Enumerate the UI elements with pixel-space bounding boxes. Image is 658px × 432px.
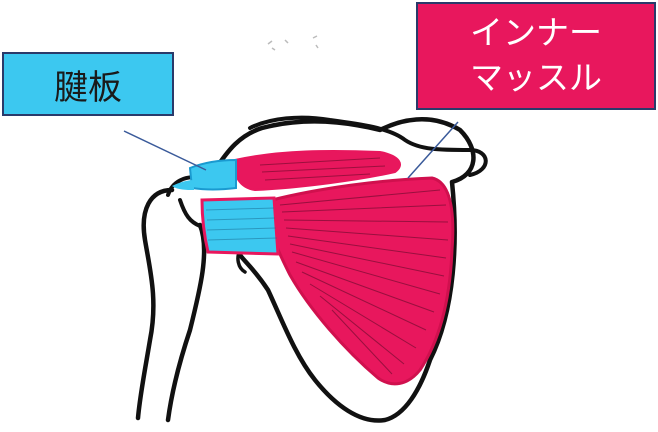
tendon-tip bbox=[172, 180, 194, 190]
supraspinatus-muscle bbox=[233, 149, 401, 192]
tendon-leader-line bbox=[123, 130, 207, 171]
inner-muscle-label-line2: マッスル bbox=[470, 58, 602, 97]
tendon-plate-label-box: 腱板 bbox=[2, 52, 174, 116]
inner-muscle-label-box: インナー マッスル bbox=[416, 2, 656, 110]
infraspinatus-tendon bbox=[200, 196, 280, 256]
humerus-outline bbox=[135, 187, 175, 421]
tendon-striations bbox=[205, 207, 278, 241]
tendon-plate-label: 腱板 bbox=[54, 67, 122, 108]
infraspinatus-muscle bbox=[270, 176, 455, 386]
supraspinatus-striations bbox=[259, 157, 386, 181]
humerus-outline-inner bbox=[165, 222, 207, 423]
supraspinatus-tendon bbox=[188, 158, 237, 191]
infraspinatus-striations bbox=[279, 189, 449, 375]
inner-muscle-label-line1: インナー bbox=[470, 13, 602, 53]
sketch-specks bbox=[267, 35, 319, 51]
acromion-outline bbox=[248, 115, 488, 177]
muscle-leader-line bbox=[407, 121, 459, 179]
scapula-outline bbox=[212, 117, 476, 423]
